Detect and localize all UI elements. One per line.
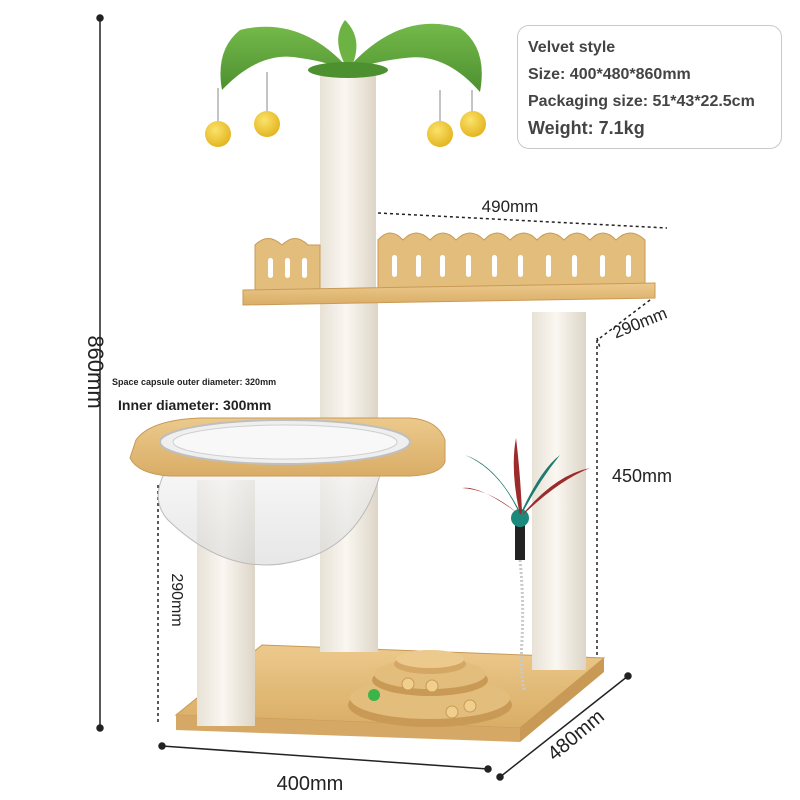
spec-size: Size: 400*480*860mm	[528, 66, 691, 83]
dim-top-width: 490mm	[482, 197, 539, 216]
dim-capsule-height: 290mm	[168, 573, 185, 626]
feather-spring-toy	[462, 438, 590, 691]
dim-top-depth: 290mm	[610, 303, 670, 342]
space-capsule	[129, 417, 446, 566]
spec-style: Velvet style	[528, 39, 616, 56]
dimension-lines	[96, 14, 668, 781]
top-platform	[242, 232, 656, 306]
spec-packaging: Packaging size: 51*43*22.5cm	[528, 93, 755, 110]
pompom-balls	[205, 72, 486, 147]
capsule-inner-label: Inner diameter: 300mm	[118, 397, 271, 413]
dim-base-width: 400mm	[277, 773, 344, 795]
capsule-outer-label: Space capsule outer diameter: 320mm	[112, 377, 276, 387]
dim-total-height: 860mm	[83, 335, 108, 408]
ball-track-toy	[348, 650, 512, 727]
dim-post-height: 450mm	[612, 466, 672, 486]
spec-card: Velvet style Size: 400*480*860mm Packagi…	[517, 25, 782, 149]
palm-leaf-top	[220, 20, 482, 92]
spec-weight: Weight: 7.1kg	[528, 118, 645, 138]
